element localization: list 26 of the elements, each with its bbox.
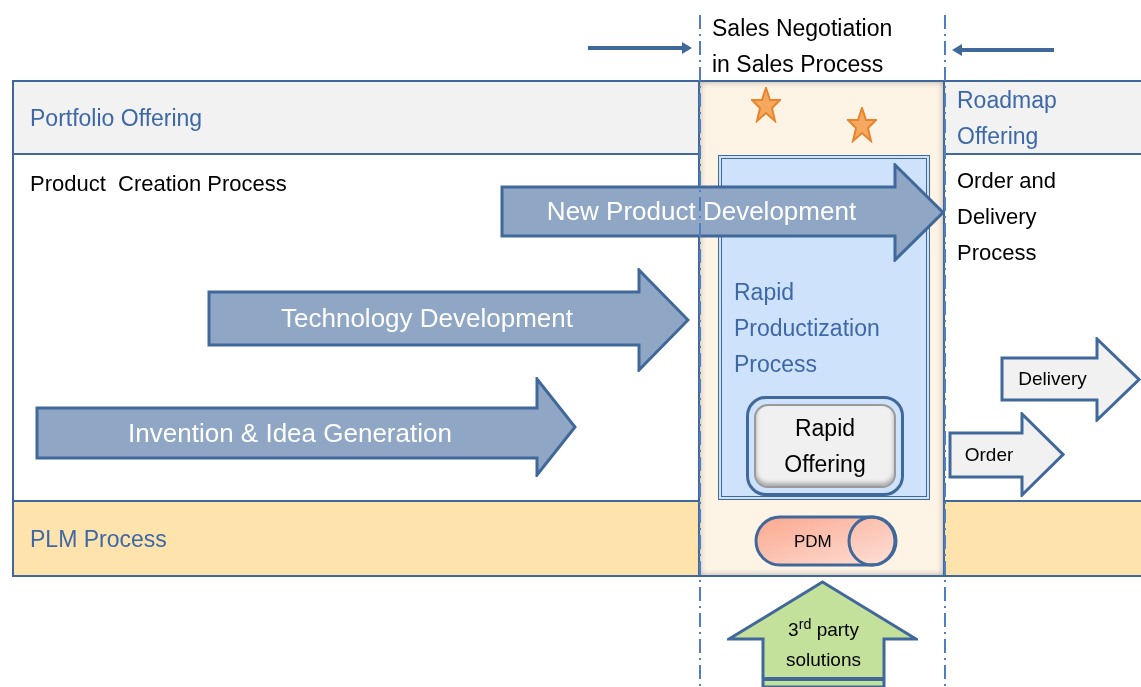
lane-title: Product Creation Process	[30, 170, 287, 198]
cylinder-label: PDM	[794, 531, 832, 553]
column-heading: Sales Negotiation in Sales Process	[712, 14, 894, 79]
step-label: Delivery	[1018, 366, 1087, 391]
cylinder-shape	[754, 515, 898, 567]
process-step-shape	[35, 377, 577, 477]
lane-title: Portfolio Offering	[30, 103, 203, 133]
swimlane-band	[12, 80, 698, 155]
step-label: Invention & Idea Generation	[128, 416, 452, 450]
input-step-shape	[727, 580, 918, 687]
lane-title: PLM Process	[30, 524, 167, 554]
process-step-shape	[948, 412, 1065, 497]
process-step-shape	[207, 268, 690, 372]
process-step-shape	[500, 163, 945, 262]
lane-title: Order and Delivery Process	[957, 167, 1058, 267]
lane-title: Roadmap Offering	[957, 85, 1058, 151]
swimlane-band	[12, 500, 698, 577]
box-label: Rapid Offering	[783, 414, 867, 479]
process-step-shape	[1000, 337, 1141, 422]
rounded-box	[746, 396, 904, 496]
swimlane-band	[945, 80, 1141, 155]
process-title: Rapid Productization Process	[734, 278, 881, 379]
step-label: Order	[964, 442, 1014, 467]
step-label: New Product Development	[546, 195, 857, 228]
step-label: 3$^{rd}$ party solutions	[785, 615, 862, 672]
step-label: Technology Development	[281, 302, 573, 335]
